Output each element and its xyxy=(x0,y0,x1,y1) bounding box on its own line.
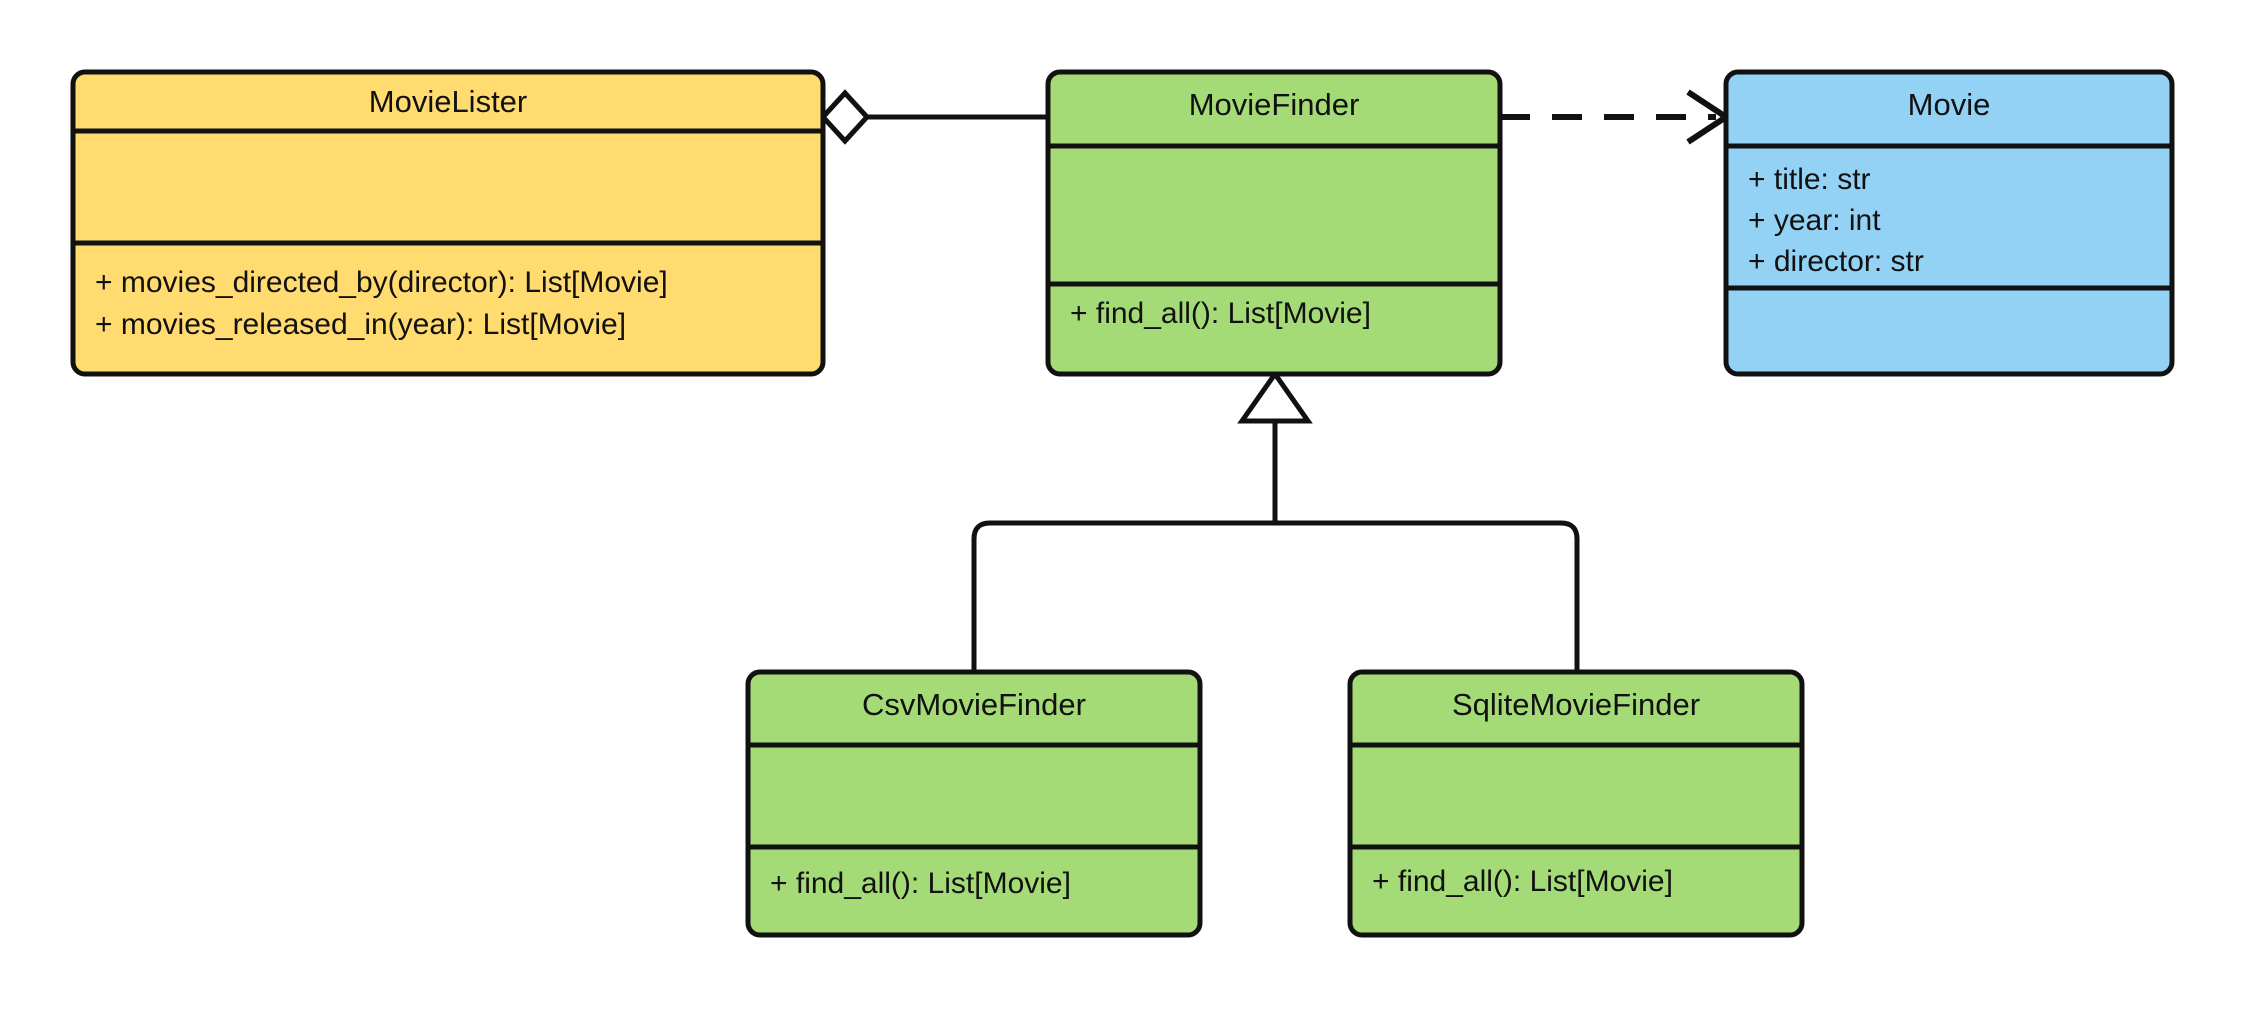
relationship-generalization-tree[interactable] xyxy=(971,369,1580,672)
csv-movie-finder-title: CsvMovieFinder xyxy=(862,687,1086,722)
movie-attribute-1: + year: int xyxy=(1748,204,1881,237)
movie-attribute-2: + director: str xyxy=(1748,245,1924,278)
class-box-movie-lister[interactable]: MovieLister + movies_directed_by(directo… xyxy=(70,69,826,377)
movie-attribute-0: + title: str xyxy=(1748,163,1871,196)
movie-lister-method-1: + movies_released_in(year): List[Movie] xyxy=(95,308,626,341)
movie-lister-method-0: + movies_directed_by(director): List[Mov… xyxy=(95,266,668,299)
relationship-aggregation-lister-finder[interactable] xyxy=(819,89,1048,145)
csv-movie-finder-method-0: + find_all(): List[Movie] xyxy=(770,867,1071,900)
hollow-diamond-icon xyxy=(819,89,871,145)
sqlite-movie-finder-frame xyxy=(1347,669,1805,938)
movie-title: Movie xyxy=(1908,87,1991,122)
movie-finder-method-0: + find_all(): List[Movie] xyxy=(1070,297,1371,330)
open-arrow-icon xyxy=(1686,89,1732,145)
sqlite-movie-finder-method-0: + find_all(): List[Movie] xyxy=(1372,865,1673,898)
movie-lister-title: MovieLister xyxy=(369,84,528,119)
generalization-branch-sqlite xyxy=(1275,520,1580,672)
movie-lister-frame xyxy=(70,69,826,377)
generalization-branch-csv xyxy=(971,520,1275,672)
class-box-movie[interactable]: Movie + title: str + year: int + directo… xyxy=(1723,69,2175,377)
class-box-sqlite-movie-finder[interactable]: SqliteMovieFinder + find_all(): List[Mov… xyxy=(1347,669,1805,938)
class-box-csv-movie-finder[interactable]: CsvMovieFinder + find_all(): List[Movie] xyxy=(745,669,1203,938)
hollow-triangle-icon xyxy=(1237,369,1313,424)
relationship-dependency-finder-movie[interactable] xyxy=(1500,89,1732,145)
movie-finder-title: MovieFinder xyxy=(1189,87,1360,122)
csv-movie-finder-frame xyxy=(745,669,1203,938)
class-box-movie-finder[interactable]: MovieFinder + find_all(): List[Movie] xyxy=(1045,69,1503,377)
sqlite-movie-finder-title: SqliteMovieFinder xyxy=(1452,687,1700,722)
